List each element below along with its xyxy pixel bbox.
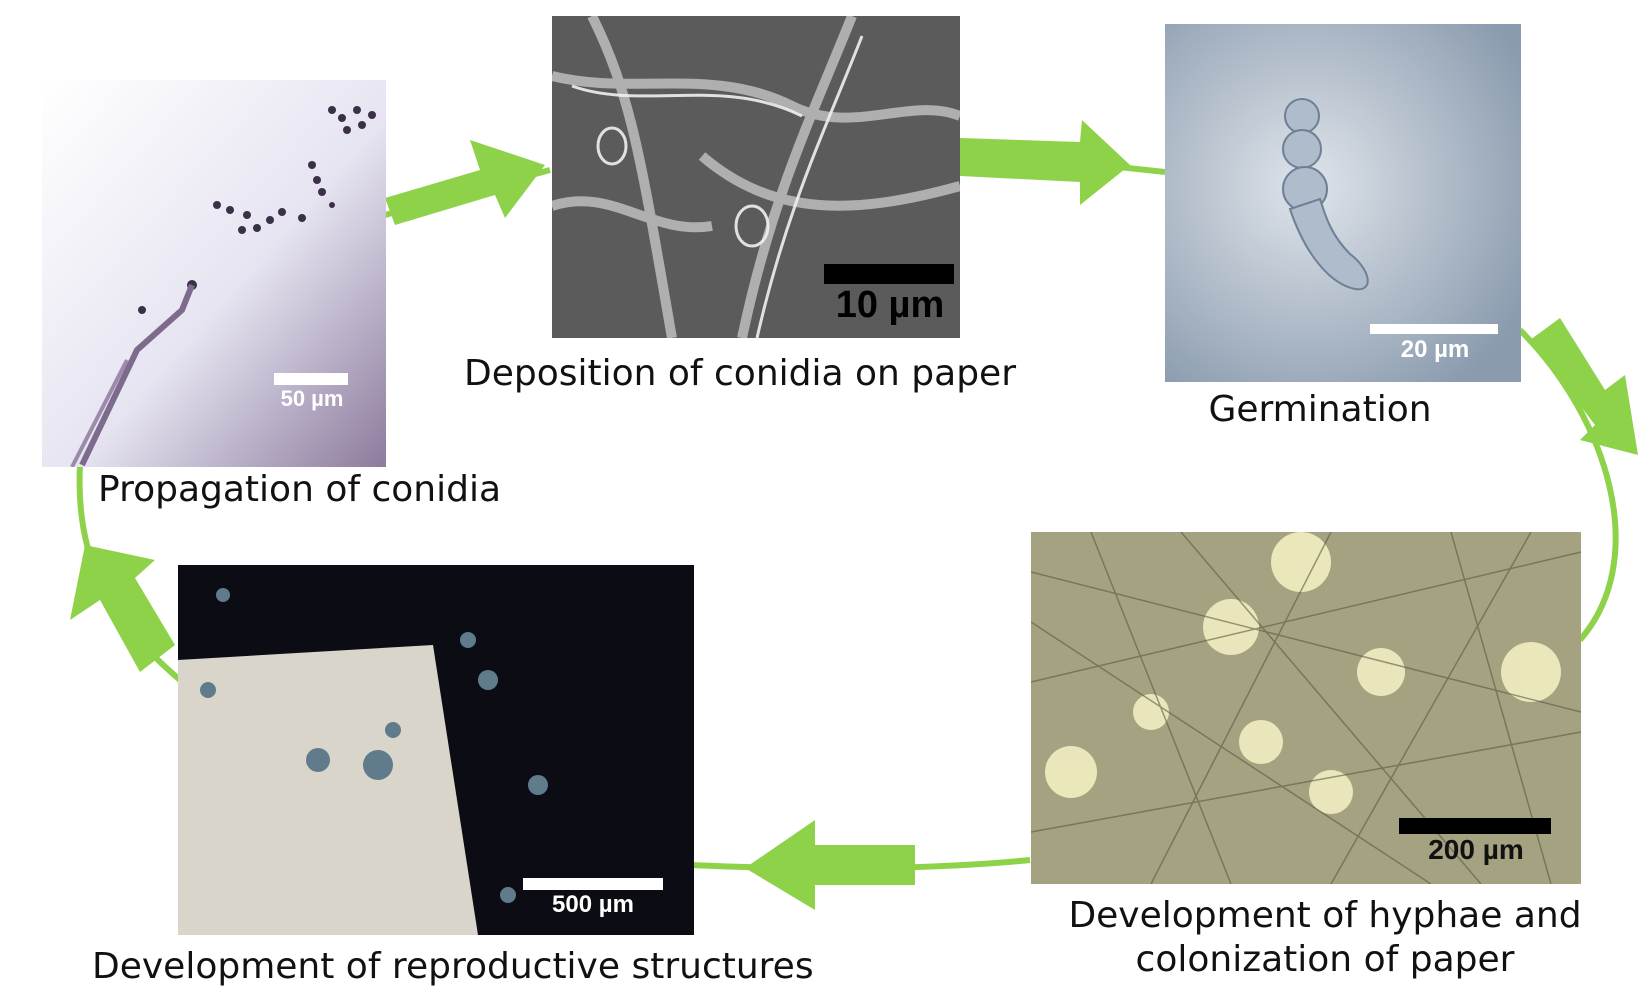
scale-label-hyphae: 200 µm [1428,834,1524,865]
arrow-5 [70,545,175,672]
arrow-1 [385,140,545,225]
scale-label-propagation: 50 µm [280,386,344,411]
micrograph-deposition: 10 µm [552,16,960,338]
scale-label-reproductive: 500 µm [552,891,634,918]
arrow-3 [1530,318,1638,455]
caption-reproductive: Development of reproductive structures [92,946,814,987]
scale-label-germination: 20 µm [1400,336,1470,363]
arrow-4 [745,820,915,910]
caption-germination: Germination [1208,389,1432,430]
scale-label-deposition: 10 µm [835,284,945,326]
micrograph-propagation: 50 µm [42,80,386,467]
micrograph-germination: 20 µm [1165,24,1521,382]
caption-hyphae-line2: colonization of paper [1135,939,1515,980]
caption-propagation: Propagation of conidia [98,469,502,510]
caption-deposition: Deposition of conidia on paper [463,353,1017,394]
arrow-2 [960,120,1130,205]
caption-hyphae-line1: Development of hyphae and [1068,895,1582,936]
micrograph-hyphae: 200 µm [1031,532,1581,884]
micrograph-reproductive: 500 µm [178,565,694,935]
